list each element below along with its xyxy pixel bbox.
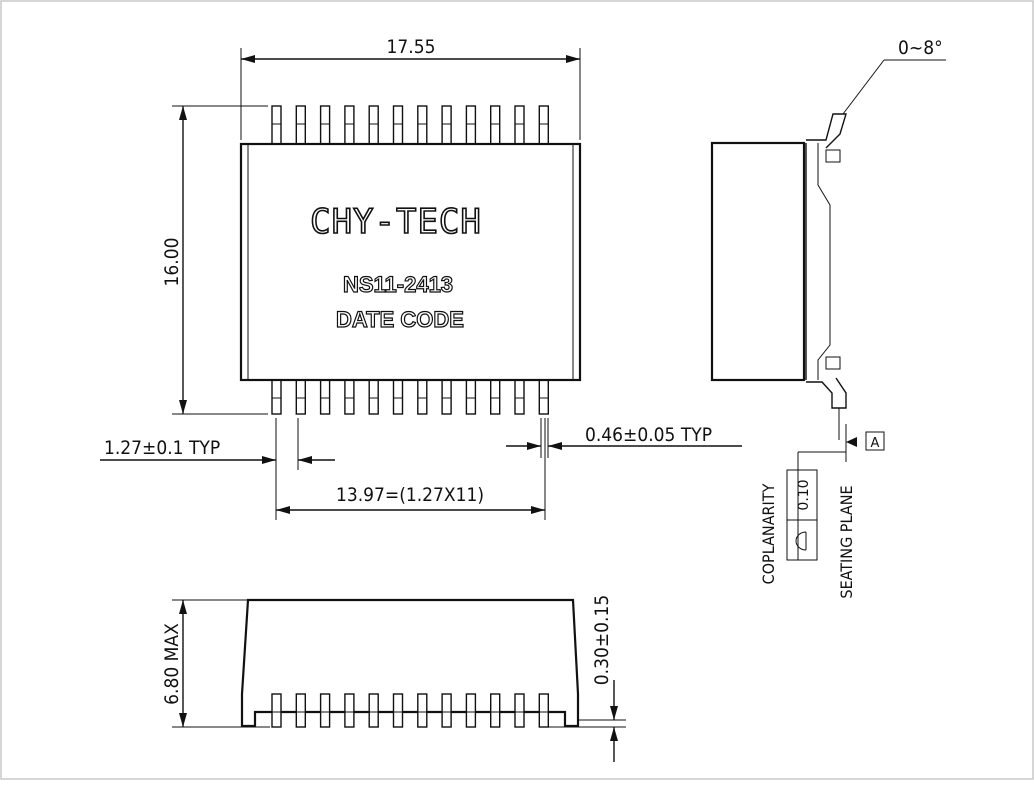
package-body-top [239,142,582,382]
top-pin-upper [344,105,355,145]
front-pin [417,693,428,728]
pitch-dimension: 1.27±0.1 TYP [100,418,335,520]
top-pin-row-lower [271,379,549,415]
front-height-label: 6.80 MAX [161,623,183,705]
top-pin-upper [392,105,404,145]
front-pin [441,693,452,728]
top-pin-upper [417,105,428,145]
coplanarity-value: 0.10 [796,479,812,510]
top-pin-lower [417,379,428,415]
side-lead-upper [806,113,847,149]
front-pin [538,693,549,728]
package-body-front [240,598,580,728]
top-pin-upper [368,105,379,145]
seating-plane-label: SEATING PLANE [837,485,856,598]
top-pin-upper [514,105,525,145]
top-pin-lower [392,379,404,415]
front-height-dimension: 6.80 MAX [161,599,270,728]
coplanarity-symbol [795,531,807,551]
top-pin-lower [514,379,525,415]
top-pin-lower [271,379,282,415]
datum-label: A [871,436,880,451]
top-pin-upper [319,105,331,145]
top-pin-lower [441,379,452,415]
lead-width-label: 0.46±0.05 TYP [585,424,712,446]
top-pin-upper [271,105,282,145]
angle-label: 0~8° [898,37,943,59]
side-pad-lower [825,356,841,370]
front-pin [319,693,331,728]
top-pin-lower [490,379,501,415]
front-pin [271,693,282,728]
top-pin-lower [538,379,549,415]
front-pin [344,693,355,728]
top-pin-upper [465,105,477,145]
standoff-label: 0.30±0.15 [591,595,613,685]
front-pin [490,693,501,728]
span-label: 13.97=(1.27X11) [336,484,484,506]
top-pin-upper [441,105,452,145]
date-code-marking: DATE CODE [336,307,464,332]
package-body-side [710,141,806,382]
pitch-label: 1.27±0.1 TYP [104,437,220,459]
top-pin-lower [319,379,331,415]
width-dimension: 17.55 [240,36,581,140]
top-pin-row-upper [271,105,549,145]
side-lead-profile [817,143,831,380]
front-pin [295,693,306,728]
top-pin-lower [344,379,355,415]
height-label: 16.00 [161,238,183,287]
top-pin-lower [368,379,379,415]
coplanarity-label: COPLANARITY [759,483,778,584]
top-pin-lower [295,379,306,415]
top-pin-lower [465,379,477,415]
part-number-marking: NS11-2413 [343,272,453,297]
coplanarity-frame [786,469,818,561]
top-pin-upper [490,105,501,145]
brand-marking: CHY-TECH [310,202,482,242]
datum-box [865,431,885,451]
front-pin-row [271,693,549,728]
top-pin-upper [295,105,306,145]
height-dimension: 16.00 [161,105,268,415]
span-dimension: 13.97=(1.27X11) [276,418,546,520]
front-pin [392,693,404,728]
front-view: 6.80 MAX 0.30±0.15 [161,595,626,762]
front-pin [368,693,379,728]
front-pin [465,693,477,728]
front-pin [514,693,525,728]
side-pad-upper [825,149,841,163]
side-lead-lower [806,377,847,409]
top-pin-upper [538,105,549,145]
lead-width-dimension: 0.46±0.05 TYP [506,418,742,458]
width-label: 17.55 [387,36,436,58]
top-view: CHY-TECH NS11-2413 DATE CODE 17.55 16.00 [100,36,742,520]
standoff-dimension: 0.30±0.15 [548,595,626,762]
side-view: 0~8° A 0.10 COPLANARITY SEATING PLANE [710,37,946,599]
